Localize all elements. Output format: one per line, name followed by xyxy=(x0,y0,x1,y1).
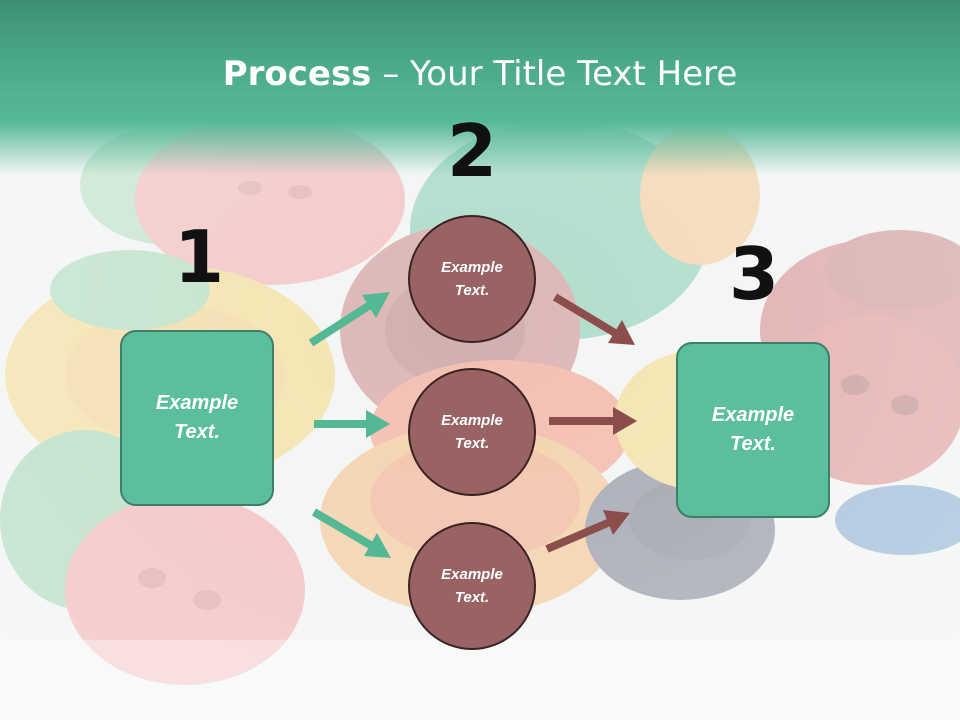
title-bold-part: Process xyxy=(222,54,372,94)
step-1-box-line1: Example xyxy=(155,392,239,414)
step-2-circle-bottom[interactable]: Example Text. xyxy=(408,522,536,650)
step-3-box-line1: Example xyxy=(711,404,795,426)
step-number-3: 3 xyxy=(728,232,780,316)
step-3-box-line2: Text. xyxy=(730,433,776,455)
circle-middle-line2: Text. xyxy=(454,435,490,452)
step-2-circle-top[interactable]: Example Text. xyxy=(408,215,536,343)
title-band xyxy=(0,0,960,175)
circle-top-line1: Example xyxy=(441,259,503,276)
step-1-box[interactable]: Example Text. xyxy=(120,330,274,506)
step-number-2: 2 xyxy=(446,109,498,193)
circle-top-line2: Text. xyxy=(454,282,490,299)
step-1-box-line2: Text. xyxy=(174,421,220,443)
title-rest-part: – Your Title Text Here xyxy=(371,54,738,94)
step-3-box[interactable]: Example Text. xyxy=(676,342,830,518)
slide-title: Process – Your Title Text Here xyxy=(0,52,960,96)
step-2-circle-middle[interactable]: Example Text. xyxy=(408,368,536,496)
circle-bottom-line2: Text. xyxy=(454,589,490,606)
circle-middle-line1: Example xyxy=(441,412,503,429)
circle-bottom-line1: Example xyxy=(441,566,503,583)
step-number-1: 1 xyxy=(173,215,225,299)
